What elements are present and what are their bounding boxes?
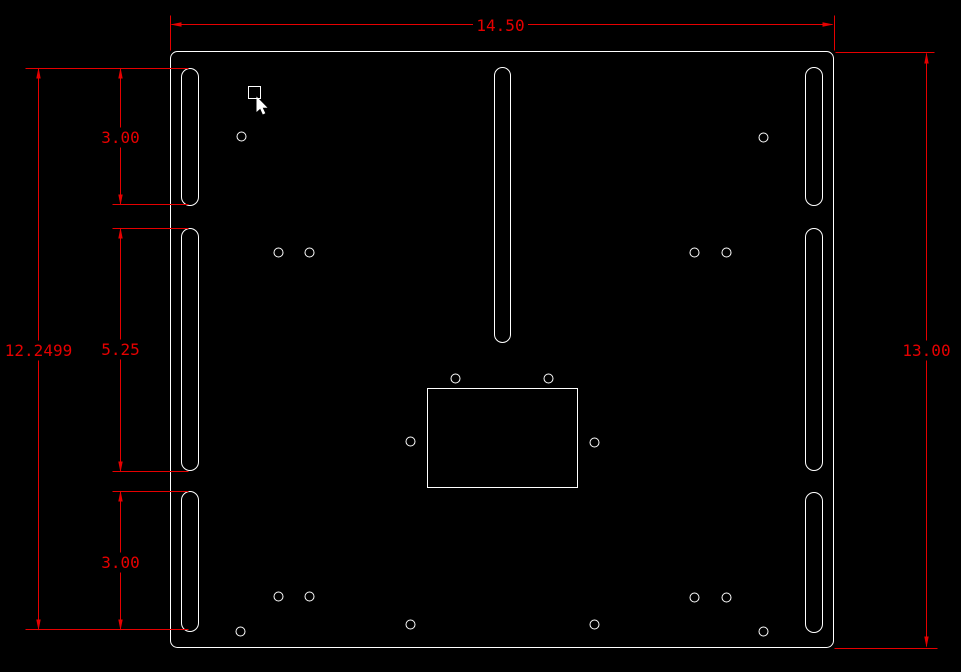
dimension-label: 14.50 — [476, 16, 524, 35]
cursor — [248, 86, 268, 115]
hole — [235, 626, 246, 637]
arrowhead — [118, 461, 123, 473]
dimension-label-mask — [97, 339, 144, 360]
dimension-13.00: 13.00 — [834, 52, 954, 649]
hole — [273, 591, 284, 602]
pickbox-icon — [248, 86, 261, 99]
hole — [236, 131, 247, 142]
dimension-5.25: 5.25 — [97, 227, 189, 473]
dimension-label-mask — [899, 340, 954, 361]
arrowhead — [118, 194, 123, 206]
slot-left-top — [181, 68, 199, 206]
hole — [304, 591, 315, 602]
arrowhead — [924, 636, 929, 648]
drawing-root: 14.50 13.00 12.2499 3.00 5.25 3.00 — [1, 15, 954, 649]
slot-left-bottom — [181, 491, 199, 632]
hole — [405, 619, 416, 630]
dimension-3.00: 3.00 — [97, 490, 189, 631]
hole — [758, 626, 769, 637]
arrowhead — [118, 67, 123, 79]
hole — [589, 437, 600, 448]
arrowhead — [170, 22, 182, 27]
slot-left-middle — [181, 228, 199, 471]
hole — [721, 247, 732, 258]
dimension-label: 12.2499 — [5, 341, 72, 360]
hole — [405, 436, 416, 447]
arrowhead — [118, 619, 123, 631]
dimension-label: 13.00 — [902, 341, 950, 360]
hole — [543, 373, 554, 384]
slot-right-bottom — [805, 492, 823, 633]
hole — [689, 247, 700, 258]
dimension-label: 3.00 — [101, 128, 140, 147]
hole — [450, 373, 461, 384]
hole — [689, 592, 700, 603]
hole — [721, 592, 732, 603]
hole — [273, 247, 284, 258]
dimension-12.2499: 12.2499 — [1, 67, 189, 631]
hole — [758, 132, 769, 143]
dimension-label-mask — [1, 340, 76, 361]
arrowhead — [36, 67, 41, 79]
slot-center-top — [494, 67, 511, 343]
arrowhead — [36, 619, 41, 631]
hole — [304, 247, 315, 258]
arrowhead — [118, 227, 123, 239]
dimension-label-mask — [97, 127, 144, 148]
plate-outline — [170, 51, 834, 648]
hole — [589, 619, 600, 630]
center-cutout — [427, 388, 578, 488]
part-geometry — [170, 51, 834, 648]
slot-right-middle — [805, 228, 823, 471]
dimension-label-mask — [473, 15, 528, 36]
arrowhead — [924, 52, 929, 64]
arrowhead — [822, 22, 834, 27]
dimension-3.00: 3.00 — [97, 67, 189, 206]
cursor-pointer-icon — [256, 96, 268, 115]
dimension-label: 5.25 — [101, 340, 140, 359]
dimension-14.50: 14.50 — [170, 15, 835, 51]
dimension-label: 3.00 — [101, 553, 140, 572]
dimension-label-mask — [97, 552, 144, 573]
slot-right-top — [805, 67, 823, 206]
arrowhead — [118, 490, 123, 502]
